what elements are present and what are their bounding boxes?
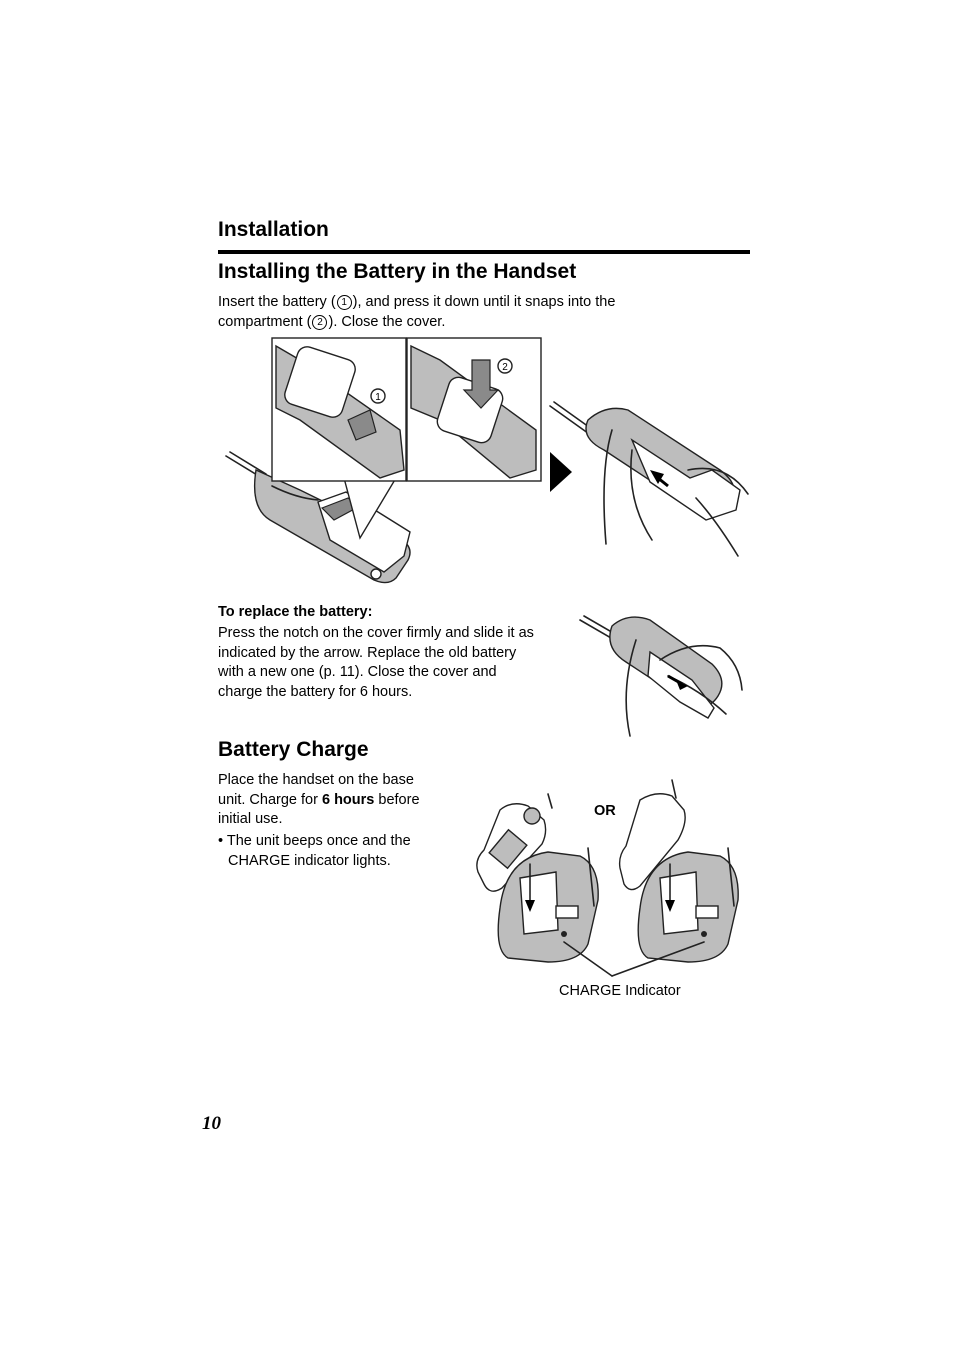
- callout-marker-1: 1: [375, 392, 381, 403]
- charge-line-3: initial use.: [218, 811, 283, 827]
- install-line-1-a: Insert the battery (: [218, 294, 336, 310]
- charge-duration: 6 hours: [321, 791, 375, 808]
- charge-line-2-b: before: [374, 791, 420, 808]
- install-line-1-b: ), and press it down until it snaps into…: [352, 294, 616, 310]
- charge-option-back: [618, 779, 739, 963]
- replace-heading: To replace the battery:: [218, 604, 373, 620]
- charge-note-line-2: CHARGE indicator lights.: [228, 852, 391, 869]
- step-marker-2: 2: [312, 314, 328, 330]
- cover-removal-illustration: [579, 615, 743, 737]
- step-marker-1: 1: [336, 295, 352, 310]
- install-line-2: compartment (2). Close the cover.: [218, 313, 678, 333]
- replace-line: charge the battery for 6 hours.: [218, 683, 413, 700]
- battery-install-illustration: 1 2: [225, 337, 749, 584]
- handset-cover-close-illustration: [549, 401, 749, 557]
- section-divider: [218, 250, 750, 254]
- charge-option-front: [476, 793, 599, 963]
- install-instructions: Insert the battery (1), and press it dow…: [218, 293, 678, 332]
- install-line-2-b: ). Close the cover.: [328, 313, 446, 330]
- replace-line: Press the notch on the cover firmly and …: [218, 625, 534, 641]
- replace-line: indicated by the arrow. Replace the old …: [218, 644, 517, 661]
- install-line-2-a: compartment (: [218, 313, 312, 330]
- step-1-callout: 1: [271, 337, 407, 540]
- charge-heading: Battery Charge: [218, 738, 369, 761]
- charge-line-2-a: unit. Charge for: [218, 791, 322, 808]
- next-step-arrow-icon: [550, 452, 572, 492]
- or-label: OR: [594, 803, 616, 819]
- charge-instructions: Place the handset on the base unit. Char…: [218, 771, 458, 830]
- step-2-callout: 2: [406, 337, 542, 482]
- charge-note-line-1: • The unit beeps once and the: [218, 833, 411, 849]
- install-line-1: Insert the battery (1), and press it dow…: [218, 293, 678, 313]
- replace-instructions: Press the notch on the cover firmly and …: [218, 624, 578, 702]
- charge-note: • The unit beeps once and the CHARGE ind…: [218, 832, 458, 871]
- charge-indicator-caption: CHARGE Indicator: [559, 983, 681, 999]
- charging-illustration: OR: [476, 779, 739, 977]
- replace-line: with a new one (p. 11). Close the cover …: [218, 664, 497, 680]
- section-title: Installation: [218, 218, 329, 241]
- charge-line-2: unit. Charge for 6 hours before: [218, 791, 458, 811]
- page-number: 10: [202, 1113, 221, 1134]
- install-heading: Installing the Battery in the Handset: [218, 260, 577, 283]
- charge-line-1: Place the handset on the base: [218, 772, 414, 788]
- callout-marker-2: 2: [502, 362, 508, 373]
